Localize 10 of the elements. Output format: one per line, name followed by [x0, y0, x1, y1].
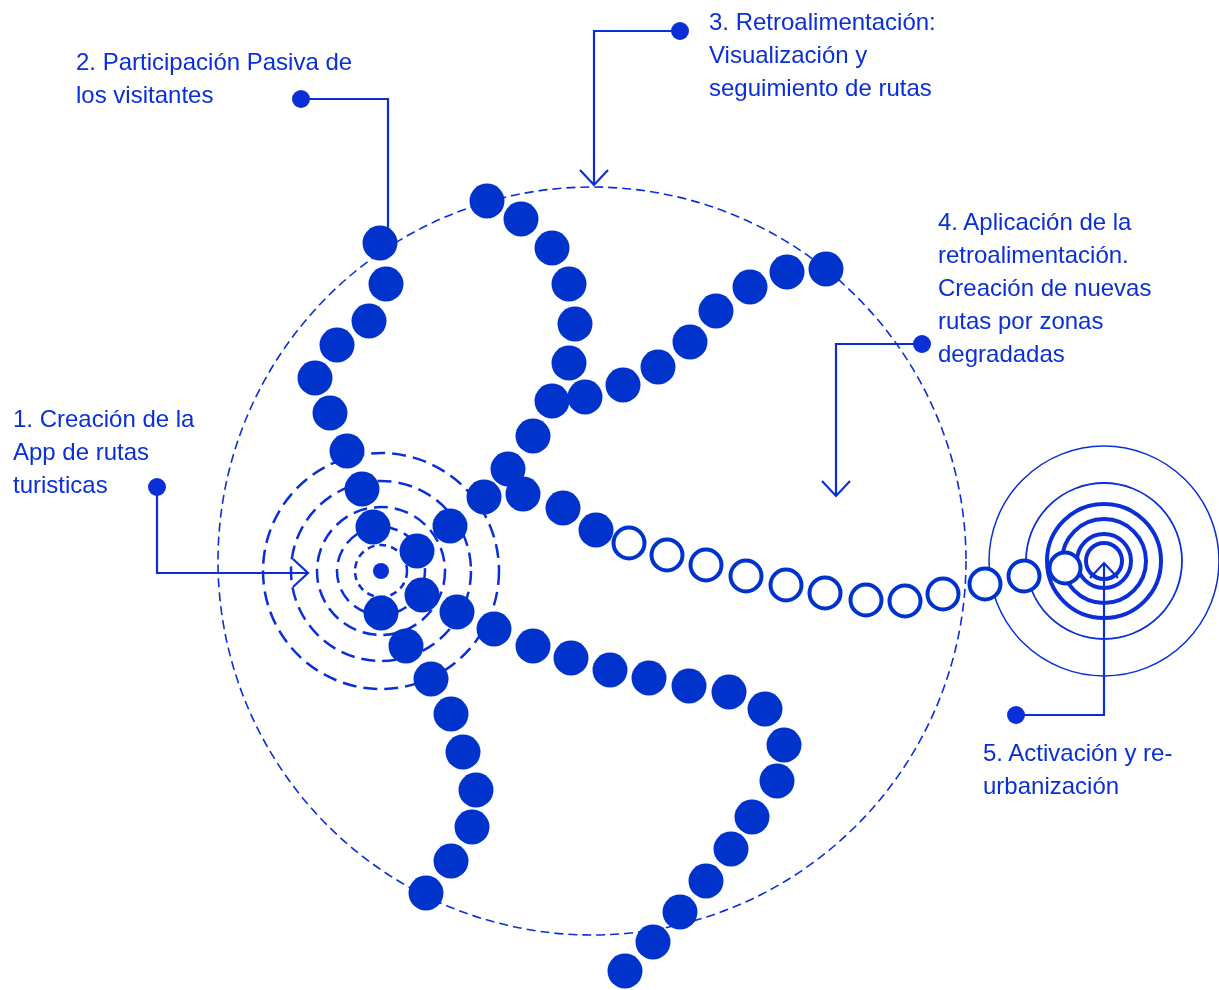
step-label: 2. Participación Pasiva de los visitantes	[76, 47, 354, 110]
leader-line	[292, 90, 390, 228]
leader-line	[578, 22, 689, 187]
step-label: 4. Aplicación de la retroalimentación. Creación de nuevas rutas por zonas degradadas	[938, 207, 1153, 369]
leader-line	[820, 335, 931, 498]
leader-line	[148, 478, 310, 589]
leader-line	[1007, 561, 1120, 724]
step-label: 3. Retroalimentación: Visualización y seguimiento de rutas	[709, 7, 937, 103]
step-label: 5. Activación y re-urbanización	[983, 738, 1174, 801]
step-label: 1. Creación de la App de rutas turisticas	[13, 404, 196, 500]
